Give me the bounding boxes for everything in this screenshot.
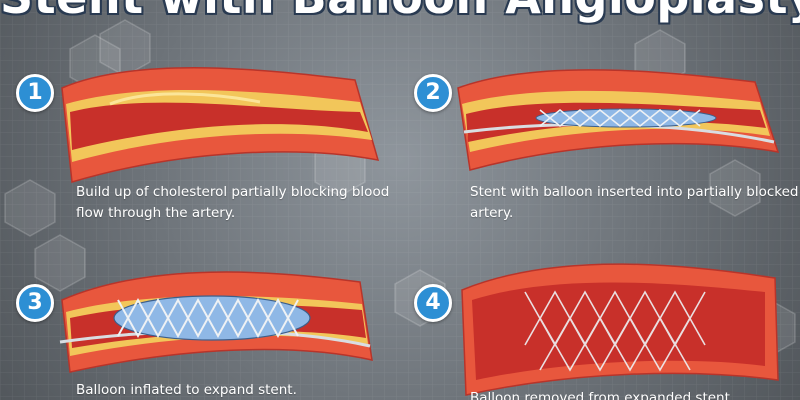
page-title: Stent with Balloon Angioplasty	[0, 0, 800, 24]
step-caption-2: Stent with balloon inserted into partial…	[470, 184, 799, 221]
step-caption-4: Balloon removed from expanded stent.	[470, 390, 735, 400]
step-number-badge-4: 4	[414, 284, 452, 322]
step-number-badge-1: 1	[16, 74, 54, 112]
step-number-badge-2: 2	[414, 74, 452, 112]
step-number-badge-3: 3	[16, 284, 54, 322]
step-caption-1: Build up of cholesterol partially blocki…	[76, 184, 390, 221]
step-caption-3: Balloon inflated to expand stent.	[76, 382, 297, 398]
